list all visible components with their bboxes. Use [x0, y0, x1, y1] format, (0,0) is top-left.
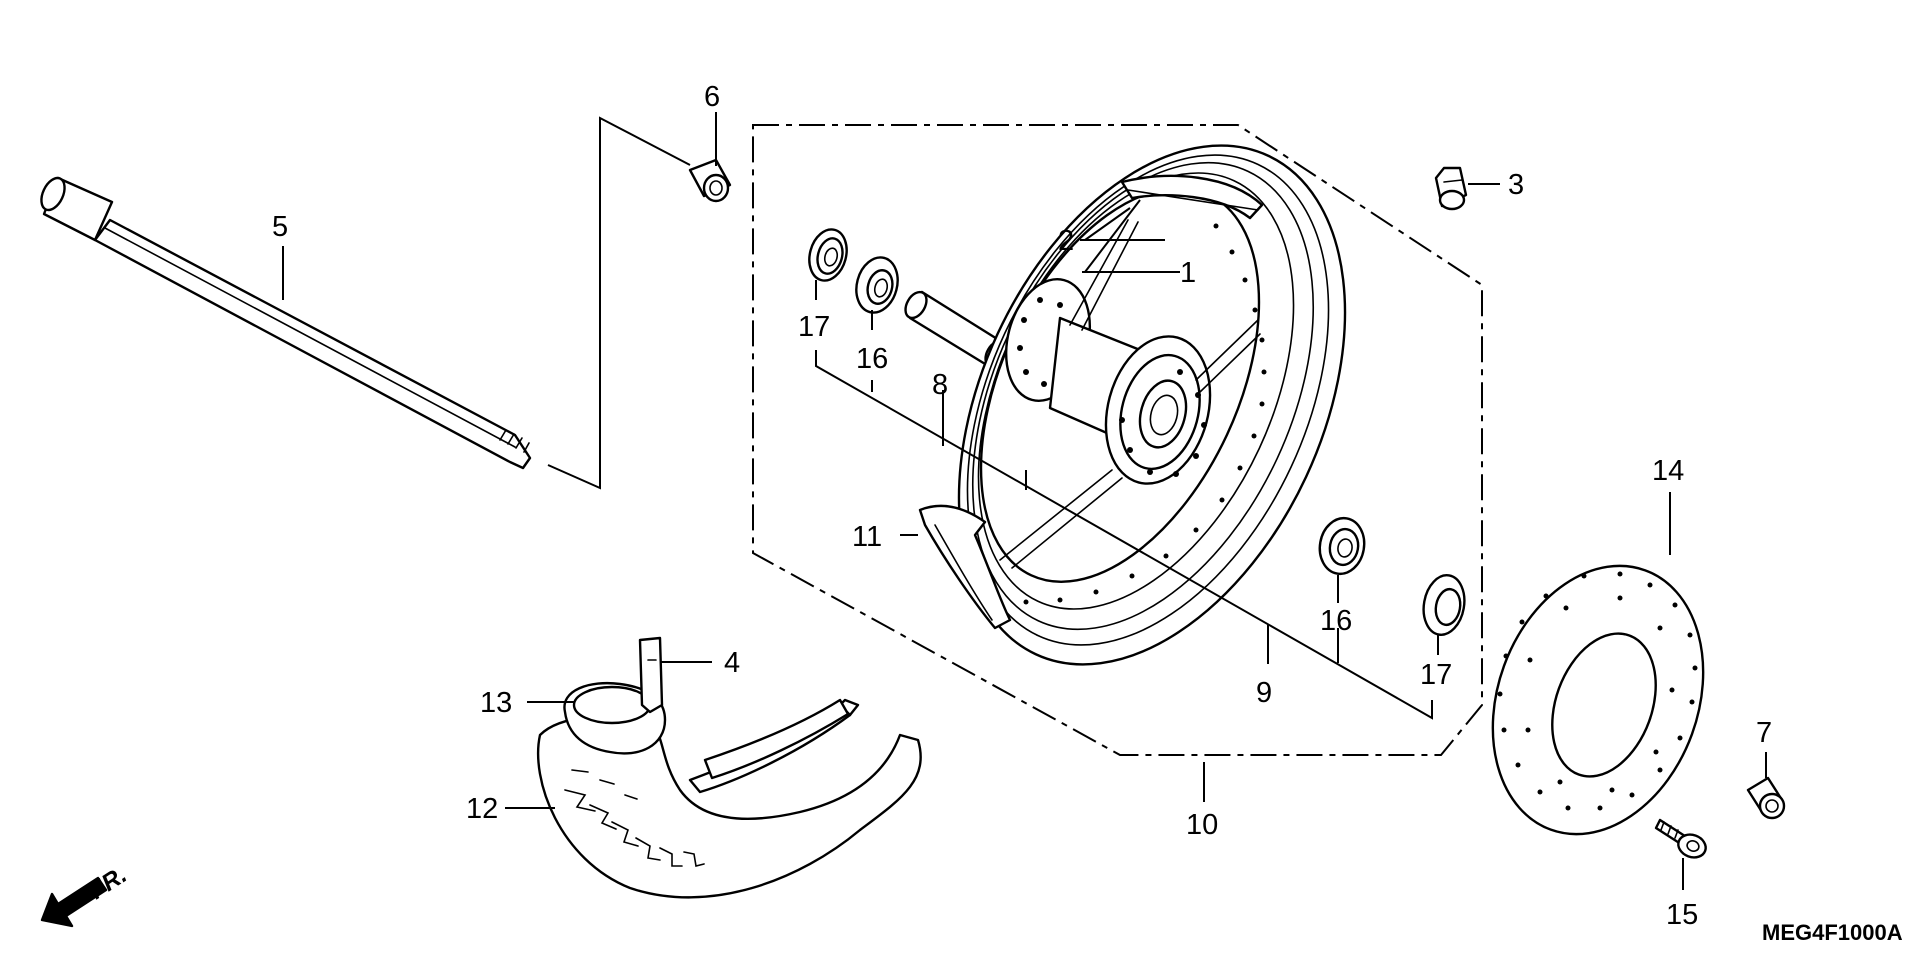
hub-disc-holes: [1119, 369, 1207, 477]
collar-6: [688, 158, 732, 203]
callout-10: 10: [1186, 809, 1218, 841]
disc-bolt-15: [1654, 818, 1707, 859]
callout-1: 1: [1180, 257, 1196, 289]
callout-6: 6: [704, 81, 720, 113]
callout-16-left: 16: [856, 343, 888, 375]
rim-holes: [1023, 223, 1267, 605]
callout-7: 7: [1756, 717, 1772, 749]
leader-lines: [282, 112, 1767, 890]
callout-3: 3: [1508, 169, 1524, 201]
callout-12: 12: [466, 793, 498, 825]
callout-8: 8: [932, 369, 948, 401]
callout-17-left: 17: [798, 311, 830, 343]
callout-5: 5: [272, 211, 288, 243]
front-direction-arrow-icon: [40, 876, 108, 928]
dust-seal-17-right: [1422, 574, 1466, 636]
collar-7: [1746, 776, 1786, 820]
callout-9: 9: [1256, 677, 1272, 709]
rim-band-top: [1120, 174, 1264, 220]
rim-band-11: [918, 504, 1012, 630]
bearing-17-left: [808, 228, 848, 282]
callout-14: 14: [1652, 455, 1684, 487]
tire-12: [536, 698, 922, 899]
callout-16-right: 16: [1320, 605, 1352, 637]
axle-collar-bracket: [547, 116, 691, 490]
callout-13: 13: [480, 687, 512, 719]
callout-4: 4: [724, 647, 740, 679]
rim-flap-4: [638, 636, 664, 714]
bearing-16-left: [855, 256, 899, 314]
diagram-code: MEG4F1000A: [1762, 920, 1903, 945]
callout-2: 2: [1058, 225, 1074, 257]
callout-15: 15: [1666, 899, 1698, 931]
front-wheel: [957, 144, 1347, 666]
front-axle: [40, 176, 532, 470]
wheel-assembly-outline: [752, 124, 1483, 756]
brake-disc-14: [1491, 564, 1705, 836]
callout-17-right: 17: [1420, 659, 1452, 691]
callout-11: 11: [852, 521, 882, 553]
bearing-16-right: [1318, 516, 1366, 576]
valve-cap-3: [1434, 166, 1468, 211]
disc-holes: [1497, 571, 1698, 811]
